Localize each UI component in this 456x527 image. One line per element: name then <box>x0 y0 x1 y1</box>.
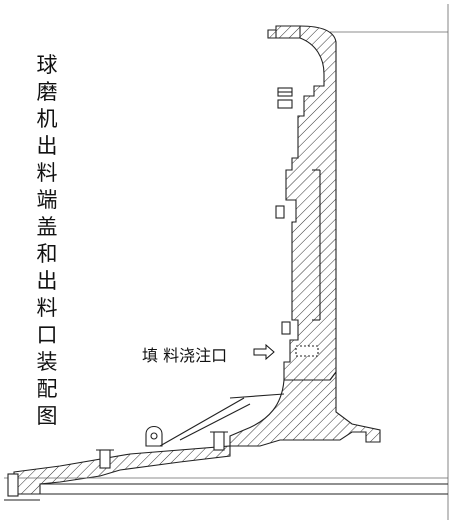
end-cover-section <box>267 25 337 381</box>
drawing-title: 球磨机出料端盖和出料口装配图 <box>36 53 58 428</box>
annotation-arrow <box>253 343 275 361</box>
hub-section <box>4 370 448 501</box>
boundary-lines <box>330 4 449 520</box>
filling-port-label: 填 料浇注口 <box>142 346 228 365</box>
